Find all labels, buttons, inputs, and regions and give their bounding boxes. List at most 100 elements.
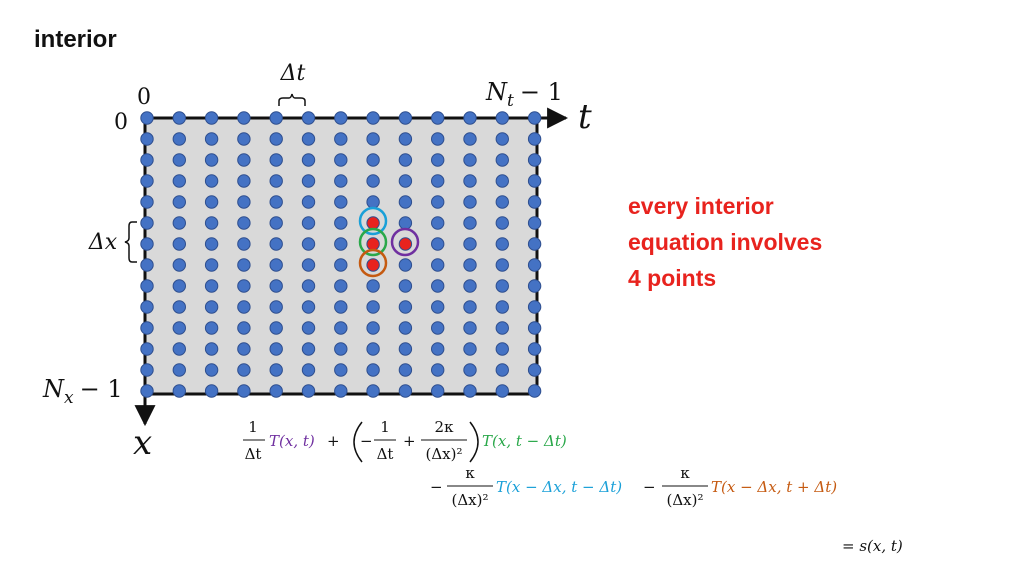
eq-minus-1: − xyxy=(360,432,373,450)
grid-node xyxy=(269,258,283,272)
grid-node xyxy=(398,363,413,377)
grid-node xyxy=(527,111,542,125)
grid-node xyxy=(495,195,509,209)
grid-node xyxy=(301,342,316,356)
grid-node xyxy=(366,384,380,398)
grid-node xyxy=(463,132,477,146)
grid-node xyxy=(495,384,509,398)
grid-node xyxy=(237,258,251,272)
grid-node xyxy=(301,384,316,398)
grid-node xyxy=(301,132,316,146)
eq-plus-1: + xyxy=(327,432,340,450)
frac4-num: κ xyxy=(465,464,475,482)
grid-node xyxy=(237,174,251,188)
ring-green xyxy=(358,227,388,257)
grid-node xyxy=(140,279,154,293)
grid-node xyxy=(398,300,413,314)
active-node xyxy=(366,216,380,230)
term-green: T(x, t − Δt) xyxy=(482,432,567,450)
grid-node xyxy=(204,132,219,146)
grid-node xyxy=(431,300,445,314)
grid-node xyxy=(269,363,283,377)
nt-label: Nt− 1 xyxy=(485,78,563,111)
grid-node xyxy=(334,258,348,272)
grid-node xyxy=(398,132,413,146)
grid-node xyxy=(527,174,542,188)
grid-node xyxy=(140,363,154,377)
grid-node xyxy=(269,321,283,335)
grid-node xyxy=(527,258,542,272)
grid-node xyxy=(269,153,283,167)
grid-node xyxy=(237,300,251,314)
grid-node xyxy=(269,300,283,314)
grid-node xyxy=(172,195,187,209)
grid-node xyxy=(398,321,413,335)
grid-node xyxy=(269,216,283,230)
dx-label: Δx xyxy=(88,230,118,255)
grid-node xyxy=(334,216,348,230)
grid-node xyxy=(237,279,251,293)
grid-node xyxy=(431,363,445,377)
grid-node xyxy=(463,342,477,356)
grid-node xyxy=(204,174,219,188)
grid-node xyxy=(140,237,154,251)
grid-node xyxy=(172,321,187,335)
term-purple: T(x, t) xyxy=(269,432,315,450)
grid-node xyxy=(463,300,477,314)
grid-node xyxy=(463,384,477,398)
grid-node xyxy=(140,174,154,188)
note-line-3: 4 points xyxy=(628,265,717,291)
grid-node xyxy=(431,279,445,293)
grid-node xyxy=(366,300,380,314)
frac2-num: 1 xyxy=(380,418,390,436)
grid-node xyxy=(237,132,251,146)
grid-node xyxy=(204,153,219,167)
grid-node xyxy=(366,321,380,335)
grid-node xyxy=(140,132,154,146)
grid-node xyxy=(398,384,413,398)
grid-node xyxy=(398,279,413,293)
grid-node xyxy=(495,279,509,293)
grid-node xyxy=(172,258,187,272)
grid-node xyxy=(463,216,477,230)
grid-node xyxy=(495,342,509,356)
grid-node xyxy=(527,300,542,314)
grid-node xyxy=(269,384,283,398)
frac4-den: (Δx)² xyxy=(451,491,488,509)
grid-node xyxy=(172,174,187,188)
grid-node xyxy=(334,321,348,335)
active-node xyxy=(398,237,413,251)
grid-node xyxy=(140,300,154,314)
grid-node xyxy=(463,153,477,167)
grid-node xyxy=(495,300,509,314)
equation-rhs: = s(x, t) xyxy=(842,537,903,555)
grid-nodes xyxy=(140,111,542,398)
grid-node xyxy=(431,216,445,230)
grid-node xyxy=(172,111,187,125)
grid-node xyxy=(172,132,187,146)
grid-node xyxy=(172,363,187,377)
grid-node xyxy=(463,195,477,209)
grid-node xyxy=(527,279,542,293)
x-axis-label: x xyxy=(133,423,152,463)
grid-node xyxy=(140,153,154,167)
equation-line-2: − κ (Δx)² T(x − Δx, t − Δt) − κ (Δx)² T(… xyxy=(430,464,837,509)
grid-node xyxy=(366,132,380,146)
grid-node xyxy=(269,195,283,209)
frac1-num: 1 xyxy=(248,418,258,436)
dt-brace xyxy=(278,93,306,106)
grid-node xyxy=(237,237,251,251)
grid-node xyxy=(495,363,509,377)
grid-node xyxy=(527,384,542,398)
grid-node xyxy=(398,153,413,167)
grid-node xyxy=(140,321,154,335)
grid-node xyxy=(398,195,413,209)
grid-node xyxy=(334,300,348,314)
grid-node xyxy=(463,174,477,188)
dx-brace xyxy=(124,221,137,263)
grid-node xyxy=(366,153,380,167)
grid-node xyxy=(172,216,187,230)
grid-node xyxy=(495,111,509,125)
grid-node xyxy=(527,132,542,146)
